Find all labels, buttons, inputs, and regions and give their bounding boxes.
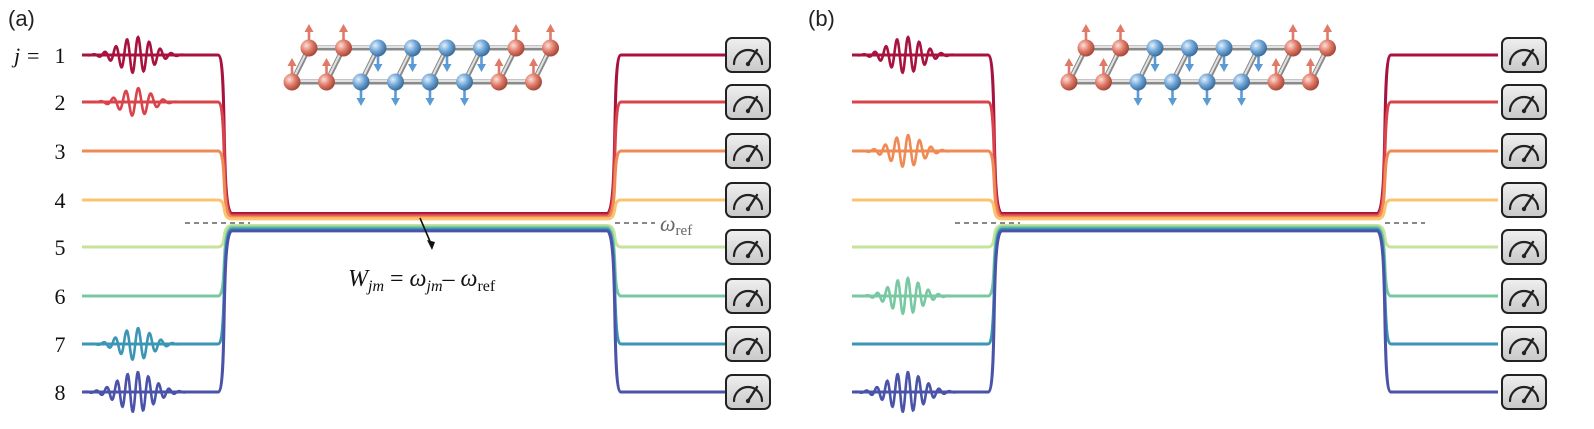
meter-gauge-icon: [725, 326, 771, 362]
level-line: [852, 100, 1498, 217]
detectors: [725, 37, 771, 410]
meter-gauge-icon: [725, 37, 771, 73]
meter-gauge-icon: [725, 374, 771, 410]
level-line: [852, 229, 1498, 394]
row-label: 6: [55, 284, 66, 309]
spin-lattice-icon: [1060, 24, 1336, 106]
wave-packet: [85, 35, 187, 75]
level-line: [852, 149, 1498, 219]
detectors: [1501, 37, 1547, 410]
meter-gauge-icon: [725, 182, 771, 218]
meter-gauge-icon: [1501, 37, 1547, 73]
level-line: [852, 224, 1498, 249]
meter-gauge-icon: [1501, 133, 1547, 169]
wave-packets: [853, 35, 959, 413]
wjm-equation: Wjm = ωjm– ωref: [348, 266, 496, 295]
meter-gauge-icon: [725, 278, 771, 314]
meter-gauge-icon: [725, 84, 771, 120]
row-label: 8: [55, 380, 66, 405]
level-line: [82, 224, 728, 249]
level-lines: [852, 53, 1498, 394]
meter-gauge-icon: [725, 133, 771, 169]
row-label: 1: [55, 43, 66, 68]
row-label: 4: [55, 188, 66, 213]
meter-gauge-icon: [1501, 182, 1547, 218]
meter-gauge-icon: [1501, 374, 1547, 410]
level-line: [852, 198, 1498, 221]
row-label: 5: [55, 235, 66, 260]
level-line: [82, 198, 728, 221]
panel-label-a: (a): [8, 6, 35, 31]
row-label: 3: [55, 139, 66, 164]
wave-packets: [83, 35, 189, 413]
meter-gauge-icon: [1501, 229, 1547, 265]
spin-lattice-icon: [283, 24, 559, 106]
level-line: [82, 53, 728, 215]
wave-packet: [853, 370, 959, 413]
level-line: [852, 53, 1498, 215]
level-line: [82, 149, 728, 219]
meter-gauge-icon: [1501, 326, 1547, 362]
level-line: [82, 225, 728, 298]
meter-gauge-icon: [725, 229, 771, 265]
wave-packet: [89, 326, 183, 362]
wave-packet: [83, 370, 189, 413]
panel-b: (b): [808, 6, 1547, 413]
level-line: [82, 229, 728, 394]
row-label: 2: [55, 90, 66, 115]
wave-packet: [91, 86, 181, 117]
omega-ref-label: ωref: [660, 211, 692, 239]
wave-packet: [859, 133, 953, 169]
panel-a: (a) j = 1 2 3 4 5 6 7 8 ωref Wjm = ωjm– ωref: [8, 6, 771, 413]
row-labels: 1 2 3 4 5 6 7 8: [55, 43, 66, 405]
meter-gauge-icon: [1501, 84, 1547, 120]
level-line: [82, 100, 728, 217]
annotation-arrow-head: [427, 240, 435, 250]
wave-packet: [855, 35, 957, 75]
level-line: [852, 225, 1498, 298]
level-lines: [82, 53, 728, 394]
meter-gauge-icon: [1501, 278, 1547, 314]
row-label: 7: [55, 332, 66, 357]
wave-packet: [859, 276, 953, 316]
panel-label-b: (b): [808, 6, 835, 31]
row-label-prefix: j =: [11, 43, 40, 68]
